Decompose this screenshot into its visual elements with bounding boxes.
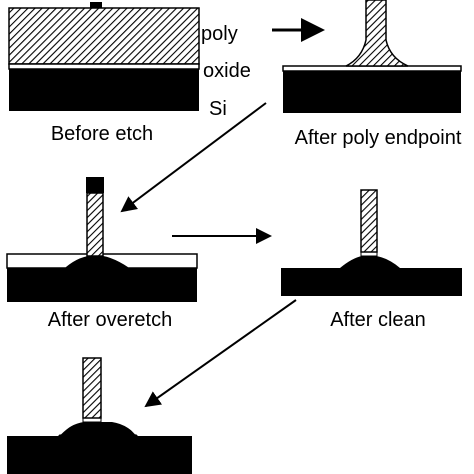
caption-after-clean: After clean — [330, 309, 426, 331]
poly-layer — [8, 7, 200, 65]
poly-gate — [360, 189, 378, 253]
si-bump — [66, 256, 128, 268]
label-oxide: oxide — [203, 60, 251, 82]
stage-after-overetch: After overetch — [6, 177, 198, 331]
stage-before-etch: poly oxide Si Before etch — [8, 2, 251, 145]
si-substrate — [7, 422, 192, 474]
caption-before-etch: Before etch — [51, 123, 153, 145]
photoresist-cap — [86, 177, 104, 193]
stage-after-poly-endpoint: After poly endpoint — [282, 0, 462, 149]
poly-gate — [86, 192, 104, 257]
stage-final — [7, 357, 192, 474]
label-si: Si — [209, 98, 227, 120]
oxide-layer — [8, 63, 200, 70]
caption-after-overetch: After overetch — [48, 309, 173, 331]
si-substrate — [281, 256, 462, 296]
photoresist-mask — [90, 2, 102, 8]
si-substrate — [9, 69, 199, 111]
stage-after-clean: After clean — [281, 189, 462, 331]
arrow-diagonal-icon — [144, 299, 297, 408]
arrow-diagonal-icon — [120, 102, 267, 213]
caption-after-poly-endpoint: After poly endpoint — [295, 127, 462, 149]
poly-gate — [82, 357, 102, 419]
si-substrate — [7, 268, 197, 302]
label-poly: poly — [201, 23, 238, 45]
poly-gate-with-footing — [345, 0, 409, 67]
si-substrate — [283, 71, 461, 113]
